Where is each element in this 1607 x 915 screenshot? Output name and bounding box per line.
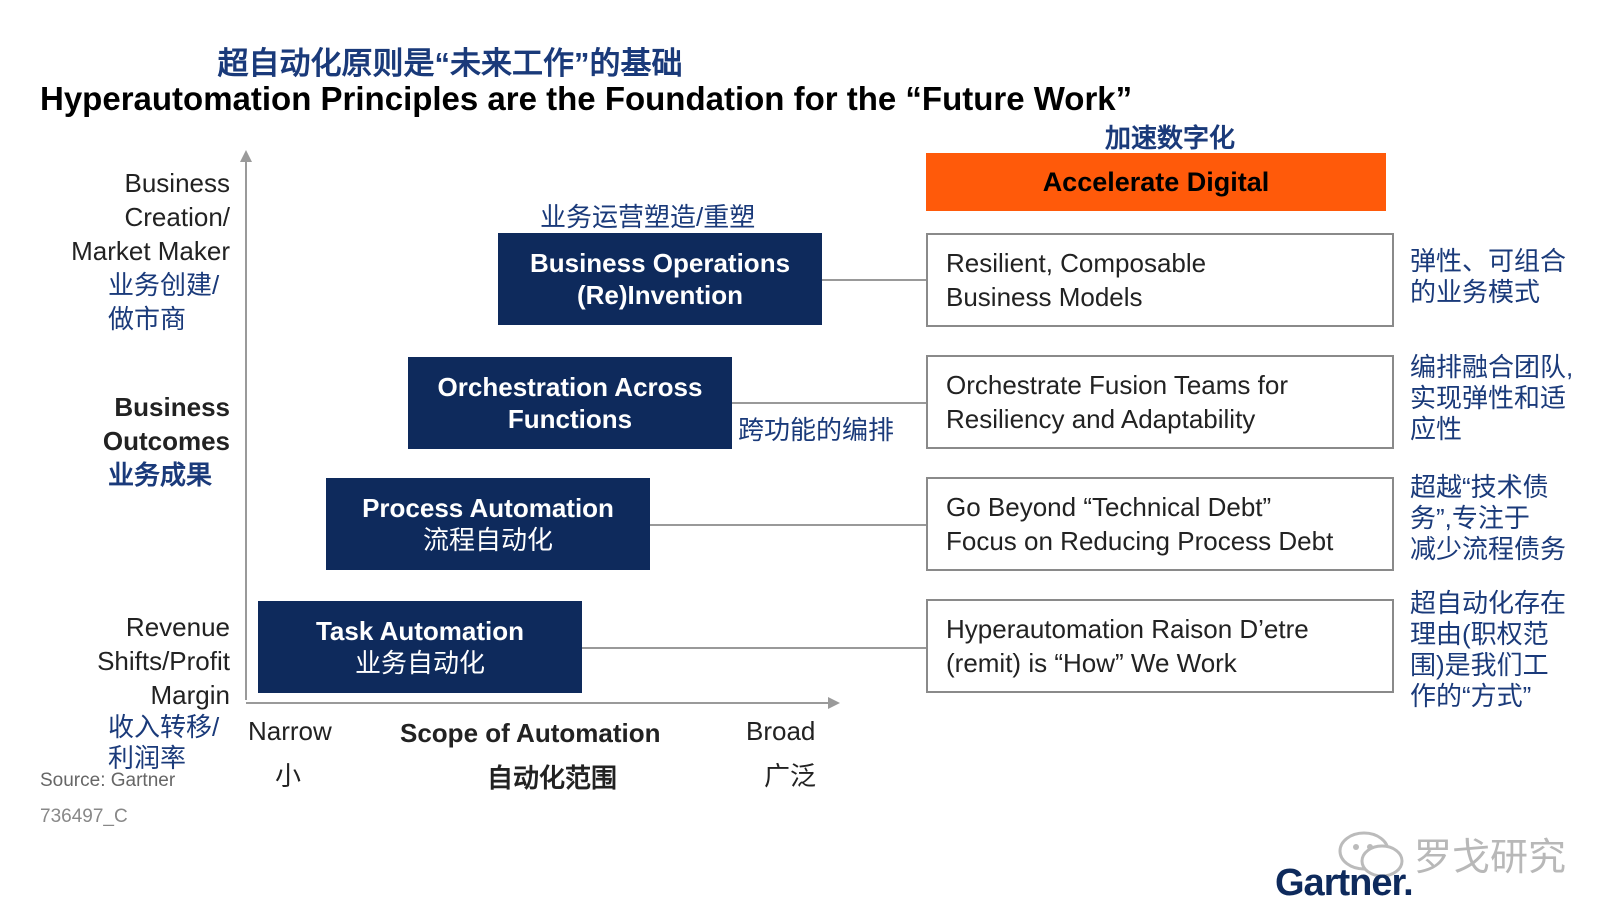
y-axis-top-label: Business Creation/ Market Maker 业务创建/ 做市… [71,168,230,334]
x-axis-broad-cn: 广泛 [764,761,817,791]
connector-2 [732,402,926,404]
gartner-logo: Gartner. [1275,862,1414,904]
outcome-2-cn: 编排融合团队, 实现弹性和适 应性 [1410,352,1574,444]
x-axis-title-cn: 自动化范围 [487,763,618,793]
step-orchestration: Orchestration Across Functions [408,357,732,449]
accelerate-digital-cn: 加速数字化 [1104,123,1235,153]
outcome-3-cn: 超越“技术债 务”,专注于 减少流程债务 [1410,472,1567,564]
connector-1 [822,279,926,281]
x-axis-title-en: Scope of Automation [400,718,661,748]
step-2-cn-label: 跨功能的编排 [738,415,895,445]
x-axis-arrow [828,697,840,709]
wechat-icon [1338,831,1404,877]
watermark-text: 罗戈研究 [1414,837,1567,879]
y-axis-bottom-label: Revenue Shifts/Profit Margin 收入转移/ 利润率 [97,612,230,773]
document-id: 736497_C [40,806,128,827]
outcome-fusion-teams: Orchestrate Fusion Teams for Resiliency … [926,355,1394,449]
step-process-automation: Process Automation 流程自动化 [326,478,650,570]
x-axis-broad-en: Broad [746,716,816,746]
source-text: Source: Gartner [40,770,176,791]
outcome-process-debt: Go Beyond “Technical Debt” Focus on Redu… [926,477,1394,571]
outcome-1-cn: 弹性、可组合 的业务模式 [1410,246,1567,307]
title-english: Hyperautomation Principles are the Found… [40,80,1133,117]
title-chinese: 超自动化原则是“未来工作”的基础 [217,46,683,81]
outcome-how-we-work: Hyperautomation Raison D’etre (remit) is… [926,599,1394,693]
accelerate-digital-banner: Accelerate Digital [926,153,1386,211]
x-axis-narrow-en: Narrow [248,716,332,746]
accelerate-digital-label: Accelerate Digital [1042,166,1270,197]
step-business-operations: Business Operations (Re)Invention [498,233,822,325]
y-axis-middle-label: Business Outcomes 业务成果 [102,392,230,490]
connector-3 [650,524,926,526]
step-task-automation: Task Automation 业务自动化 [258,601,582,693]
y-axis-arrow [240,150,252,162]
outcome-resilient-models: Resilient, Composable Business Models [926,233,1394,327]
step-1-cn-label: 业务运营塑造/重塑 [540,202,756,232]
x-axis-narrow-cn: 小 [275,761,302,791]
watermark: 罗戈研究 [1336,826,1566,881]
connector-4 [582,647,926,649]
outcome-4-cn: 超自动化存在 理由(职权范 围)是我们工 作的“方式” [1410,588,1567,711]
